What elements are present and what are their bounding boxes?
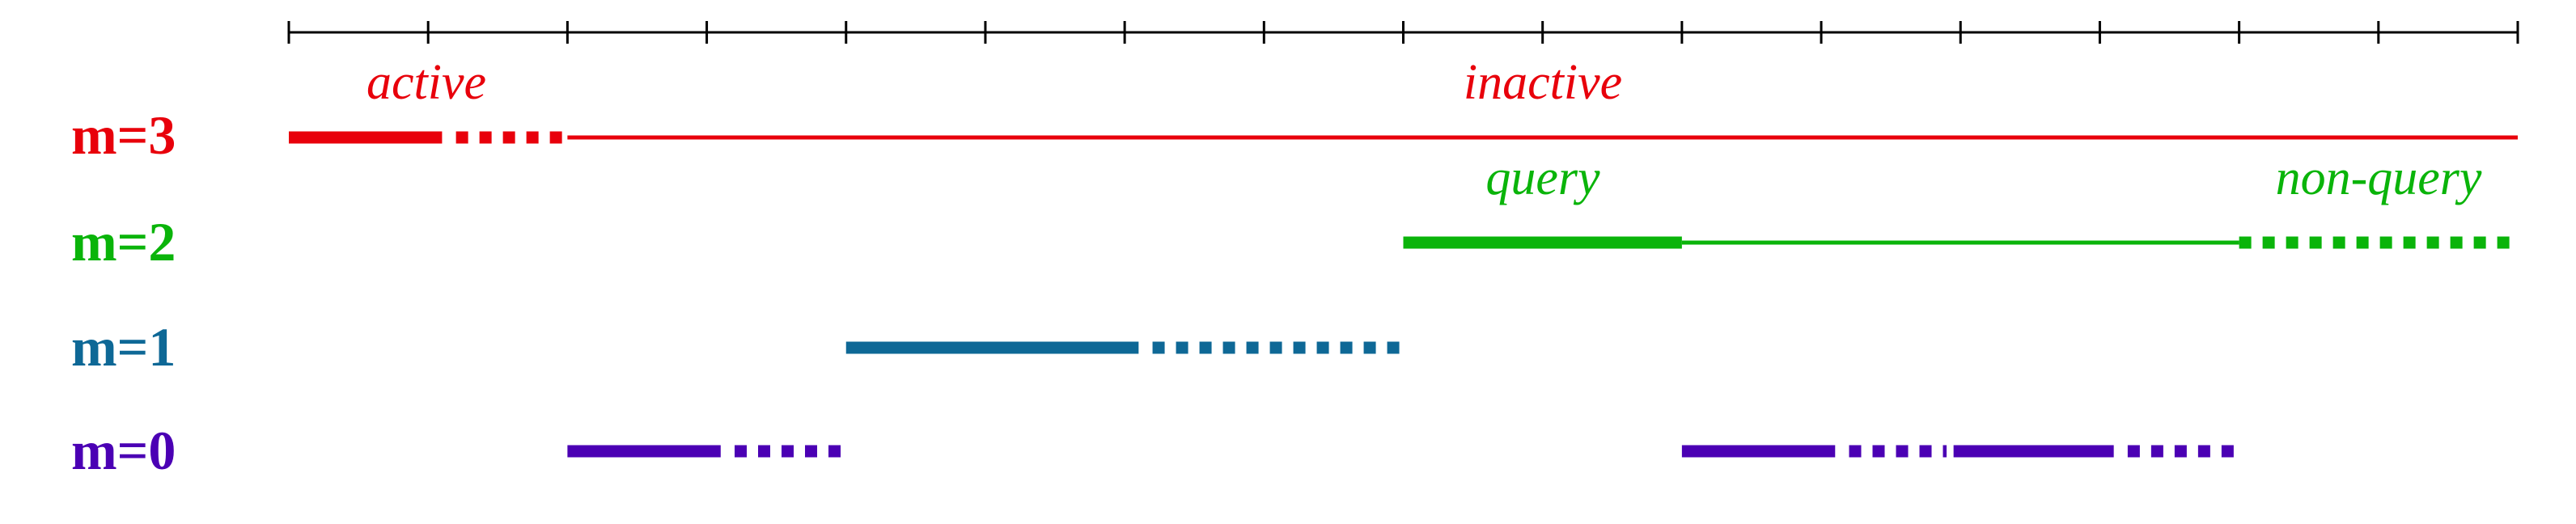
annotation-query: query [1485, 150, 1600, 205]
annotation-active: active [366, 55, 486, 110]
axis-ticks [287, 21, 2519, 44]
row-labels: m=3 m=2 m=1 m=0 [71, 104, 176, 481]
time-axis [287, 21, 2519, 44]
row-label-m2: m=2 [71, 211, 176, 273]
annotation-non-query: non-query [2276, 150, 2482, 205]
row-label-m1: m=1 [71, 316, 176, 378]
row-label-m3: m=3 [71, 104, 176, 166]
annotation-inactive: inactive [1464, 55, 1622, 110]
row-label-m0: m=0 [71, 420, 176, 481]
interval-segments [289, 131, 2518, 458]
annotations: active inactive query non-query [366, 55, 2482, 205]
